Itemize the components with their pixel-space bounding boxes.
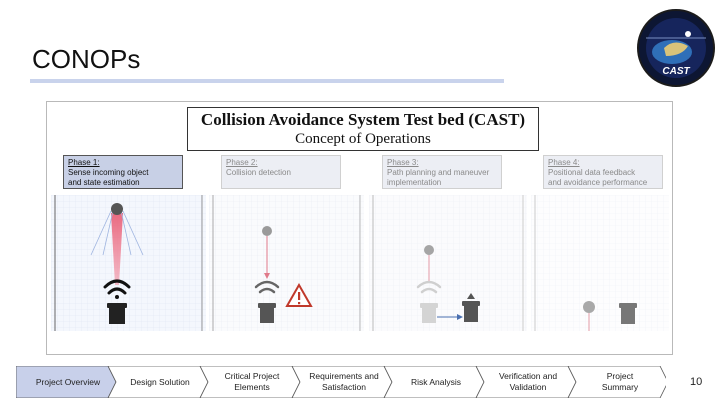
phase-4-panel [531, 195, 669, 331]
robot-vehicle-icon [107, 303, 127, 324]
nav-item-project-overview[interactable]: Project Overview [35, 376, 101, 387]
incoming-object-icon [583, 301, 595, 313]
phase-2-illustration [209, 195, 364, 331]
section-navigation: Project Overview Design Solution Critica… [16, 366, 666, 398]
phase-3-illustration [369, 195, 527, 331]
cast-logo: CAST [636, 8, 716, 88]
phase-4-illustration [531, 195, 669, 331]
phase-2-panel [209, 195, 364, 331]
page-number: 10 [690, 376, 703, 388]
slide-title: CONOPs [32, 44, 141, 74]
nav-chevron-5 [383, 366, 485, 398]
incoming-object-icon [111, 203, 123, 215]
phase-3-panel [369, 195, 527, 331]
sensor-beam-icon [111, 213, 123, 285]
figure-subtitle: Concept of Operations [295, 131, 431, 147]
phase-2-desc-line1: Collision detection [226, 168, 291, 177]
phase-1-title: Phase 1: [68, 158, 100, 167]
nav-item-risk-analysis[interactable]: Risk Analysis [410, 376, 462, 387]
phase-3-desc-line2: implementation [387, 178, 442, 187]
phase-2-box: Phase 2: Collision detection [221, 155, 341, 189]
figure-title: Collision Avoidance System Test bed (CAS… [200, 110, 526, 129]
title-underline [30, 79, 504, 83]
phase-3-title: Phase 3: [387, 158, 419, 167]
logo-text: CAST [662, 66, 690, 77]
phase-1-desc-line1: Sense incoming object [68, 168, 149, 177]
phase-4-title: Phase 4: [548, 158, 580, 167]
incoming-object-icon [424, 245, 434, 255]
robot-vehicle-ghost-icon [420, 303, 438, 323]
wifi-signal-icon [254, 280, 280, 294]
cast-mission-patch-icon: CAST [637, 9, 715, 87]
nav-item-design-solution[interactable]: Design Solution [130, 376, 190, 387]
wifi-signal-icon [416, 280, 442, 294]
wifi-signal-icon [103, 279, 131, 299]
phase-4-box: Phase 4: Positional data feedback and av… [543, 155, 663, 189]
nav-chevron-4 [291, 366, 393, 398]
robot-vehicle-icon [619, 303, 637, 324]
phase-1-illustration [51, 195, 206, 331]
phase-1-panel [51, 195, 206, 331]
phase-1-box: Phase 1: Sense incoming object and state… [63, 155, 183, 189]
nav-chevron-7 [567, 366, 666, 398]
nav-chevron-3 [199, 366, 301, 398]
section-nav-chevrons [16, 366, 666, 398]
phase-4-desc-line2: and avoidance performance [548, 178, 648, 187]
nav-chevron-2 [107, 366, 209, 398]
conops-figure: Collision Avoidance System Test bed (CAS… [46, 101, 673, 355]
warning-icon [285, 282, 313, 307]
phase-1-desc-line2: and state estimation [68, 178, 140, 187]
phase-3-desc-line1: Path planning and maneuver [387, 168, 490, 177]
figure-title-box: Collision Avoidance System Test bed (CAS… [187, 107, 539, 151]
robot-vehicle-icon [258, 303, 276, 323]
robot-vehicle-icon [462, 293, 480, 322]
nav-chevron-6 [475, 366, 577, 398]
phase-4-desc-line1: Positional data feedback [548, 168, 636, 177]
phase-2-title: Phase 2: [226, 158, 258, 167]
incoming-object-icon [262, 226, 272, 236]
phase-3-box: Phase 3: Path planning and maneuver impl… [382, 155, 502, 189]
